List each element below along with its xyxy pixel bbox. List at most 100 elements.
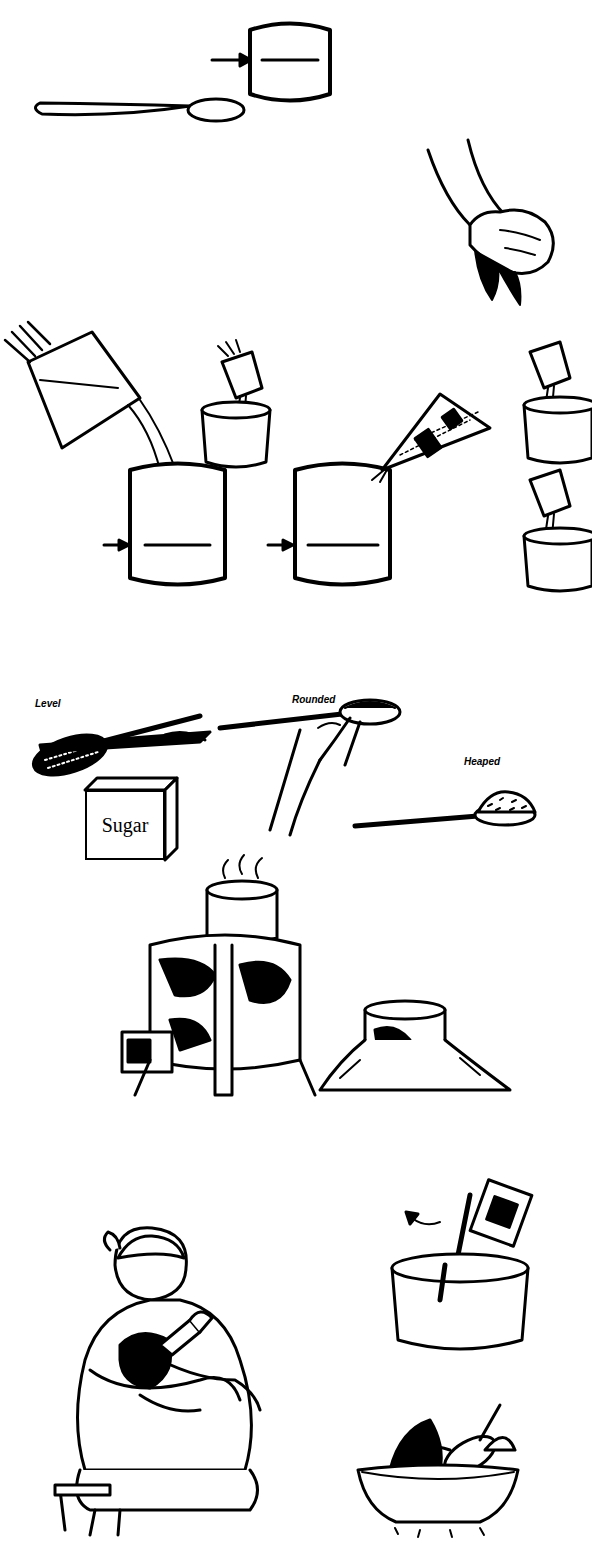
measuring-can [262,59,318,62]
rounded-spoon [270,730,320,835]
water-stream [128,400,175,470]
level-spoon [40,732,210,752]
charcoal-stove [128,1040,150,1062]
level-spoon [165,732,205,740]
woman-feeding-baby [190,1312,212,1332]
salt-packet [470,1180,532,1246]
salt-packet [470,1180,532,1246]
sugar-box: Sugar [85,790,165,860]
spoon [35,103,190,115]
rounded-spoon [220,700,400,835]
measuring-can [295,464,390,585]
cooking-pot [392,1254,528,1282]
water-stream [128,400,175,470]
stirring-arrow [406,1212,440,1224]
spoon-label: Rounded [292,694,335,705]
cooking-pot [392,1254,528,1349]
rounded-spoon [220,714,342,728]
arrow [212,59,242,62]
arrow [104,540,129,550]
dish-basin [358,1465,518,1522]
cooking-pot [440,1265,445,1300]
steam [223,855,262,878]
woman-feeding-baby [60,1490,120,1535]
salt-packet [487,1197,518,1228]
arrow [212,54,251,66]
heaped-spoon [355,792,535,826]
small-pitcher [222,352,262,398]
heaped-spoon [355,816,478,826]
woman-feeding-baby [115,1228,186,1300]
woman-feeding-baby [118,1236,184,1258]
small-pitcher [218,340,240,356]
small-pitcher [530,342,570,388]
water-pitcher [28,332,140,448]
heaped-spoon [488,798,526,810]
woman-feeding-baby [55,1228,260,1535]
woman-feeding-baby [140,1360,260,1411]
rounded-spoon [318,723,340,728]
salt-packet [382,394,490,470]
covered-pot [340,1058,480,1078]
stirring-arrow [406,1212,418,1224]
dish-basin [400,1405,500,1455]
salt-packet [400,412,478,455]
spoon-label: Heaped [464,756,500,767]
squeezing-hand [428,140,553,305]
sugar-box-faces [85,778,177,790]
measuring-can [250,24,330,101]
dish-basin [358,1405,518,1537]
rounded-spoon [345,702,395,708]
sugar-box-faces [165,778,177,860]
squeezing-hand [500,230,540,255]
level-spoon [29,716,210,783]
charcoal-stove [135,1060,315,1095]
small-pitcher [530,470,570,536]
arrow [283,540,293,550]
sugar-box-faces [85,778,177,860]
covered-pot [365,1001,445,1019]
cooking-pot [524,397,592,413]
cooking-pot [524,528,592,591]
woman-feeding-baby [55,1485,110,1495]
arrow [268,540,293,550]
water-pitcher [40,380,118,388]
salt-packet [372,468,388,482]
measuring-can [250,24,330,101]
box-label: Sugar [102,814,149,837]
water-pitcher [5,322,50,362]
measuring-can [295,464,390,585]
cooking-pot [524,397,592,463]
dish-basin [362,1472,514,1479]
spoon [188,99,244,121]
charcoal-stove [215,945,232,1095]
measuring-can [308,544,378,547]
small-pitcher [530,470,570,516]
illustration [5,24,592,1538]
water-pitcher [5,322,140,448]
woman-feeding-baby [78,1300,252,1470]
dish-basin [485,1438,515,1451]
steam [223,855,262,878]
woman-feeding-baby [160,1320,200,1355]
charcoal-stove [122,935,315,1095]
cooking-pot [207,881,277,899]
woman-feeding-baby [104,1232,120,1250]
squeezing-hand [475,250,520,305]
stirring-arrow [412,1218,440,1224]
cooking-pot [524,528,592,544]
measuring-can [145,544,210,547]
covered-pot [320,1001,510,1090]
cooking-pot [202,402,270,467]
covered-pot [320,1040,510,1090]
measuring-can [130,464,225,585]
squeezing-hand [468,140,505,215]
spoon-label: Level [35,698,61,709]
squeezing-hand [428,150,470,225]
heaped-spoon [478,792,535,812]
arrow [119,540,129,550]
spoon [35,99,244,121]
cooking-pot [202,402,270,418]
